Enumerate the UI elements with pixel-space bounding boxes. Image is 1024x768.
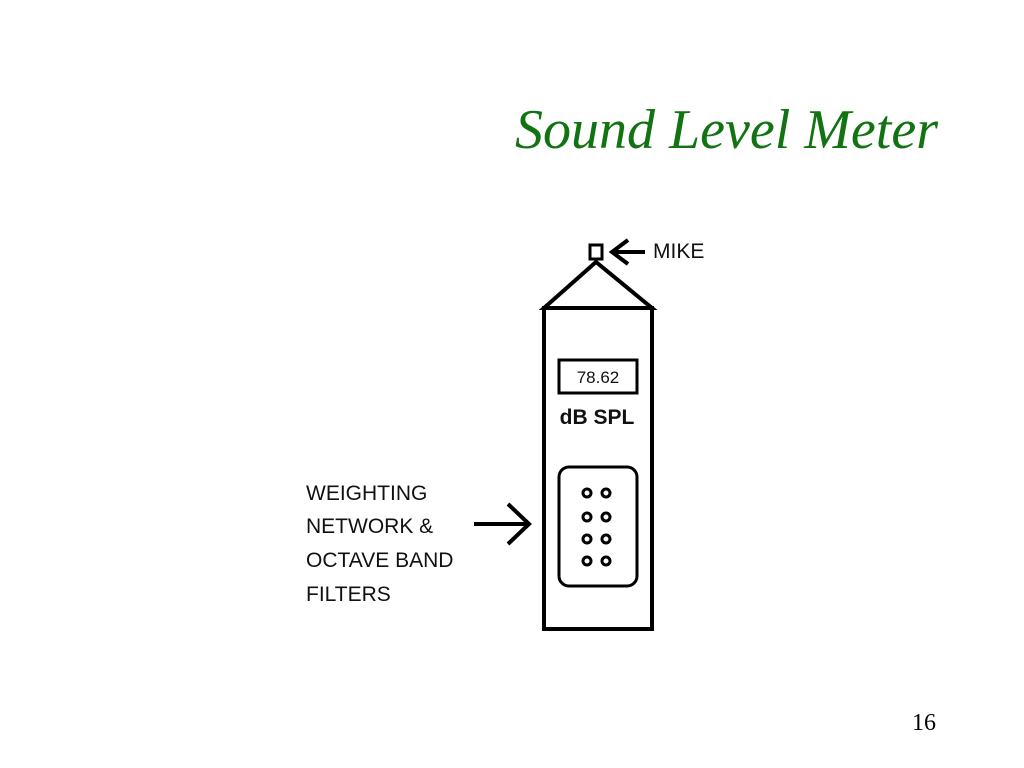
mike-label: MIKE — [653, 240, 704, 263]
filter-knob — [600, 487, 612, 499]
filter-knob — [600, 555, 612, 567]
filter-knob — [581, 555, 593, 567]
page-number: 16 — [912, 710, 936, 736]
meter-display — [557, 358, 639, 395]
filter-arrow-icon — [474, 502, 532, 546]
filter-panel — [557, 465, 639, 588]
filter-knob — [600, 533, 612, 545]
filter-label-line: NETWORK & — [306, 515, 433, 538]
meter-body — [542, 306, 654, 631]
filter-knob — [581, 511, 593, 523]
filter-knob — [581, 487, 593, 499]
mike-arrow-icon — [608, 238, 645, 266]
filter-label-line: OCTAVE BAND — [306, 549, 453, 572]
meter-neck — [538, 259, 658, 310]
filter-label-line: FILTERS — [306, 583, 391, 606]
display-reading: 78.62 — [577, 368, 620, 387]
filter-knob — [600, 511, 612, 523]
filter-label-line: WEIGHTING — [306, 482, 427, 505]
filter-buttons — [581, 487, 612, 567]
filter-knob — [581, 533, 593, 545]
unit-label: dB SPL — [560, 406, 635, 429]
microphone-icon — [588, 243, 604, 261]
slide-title: Sound Level Meter — [515, 99, 938, 161]
